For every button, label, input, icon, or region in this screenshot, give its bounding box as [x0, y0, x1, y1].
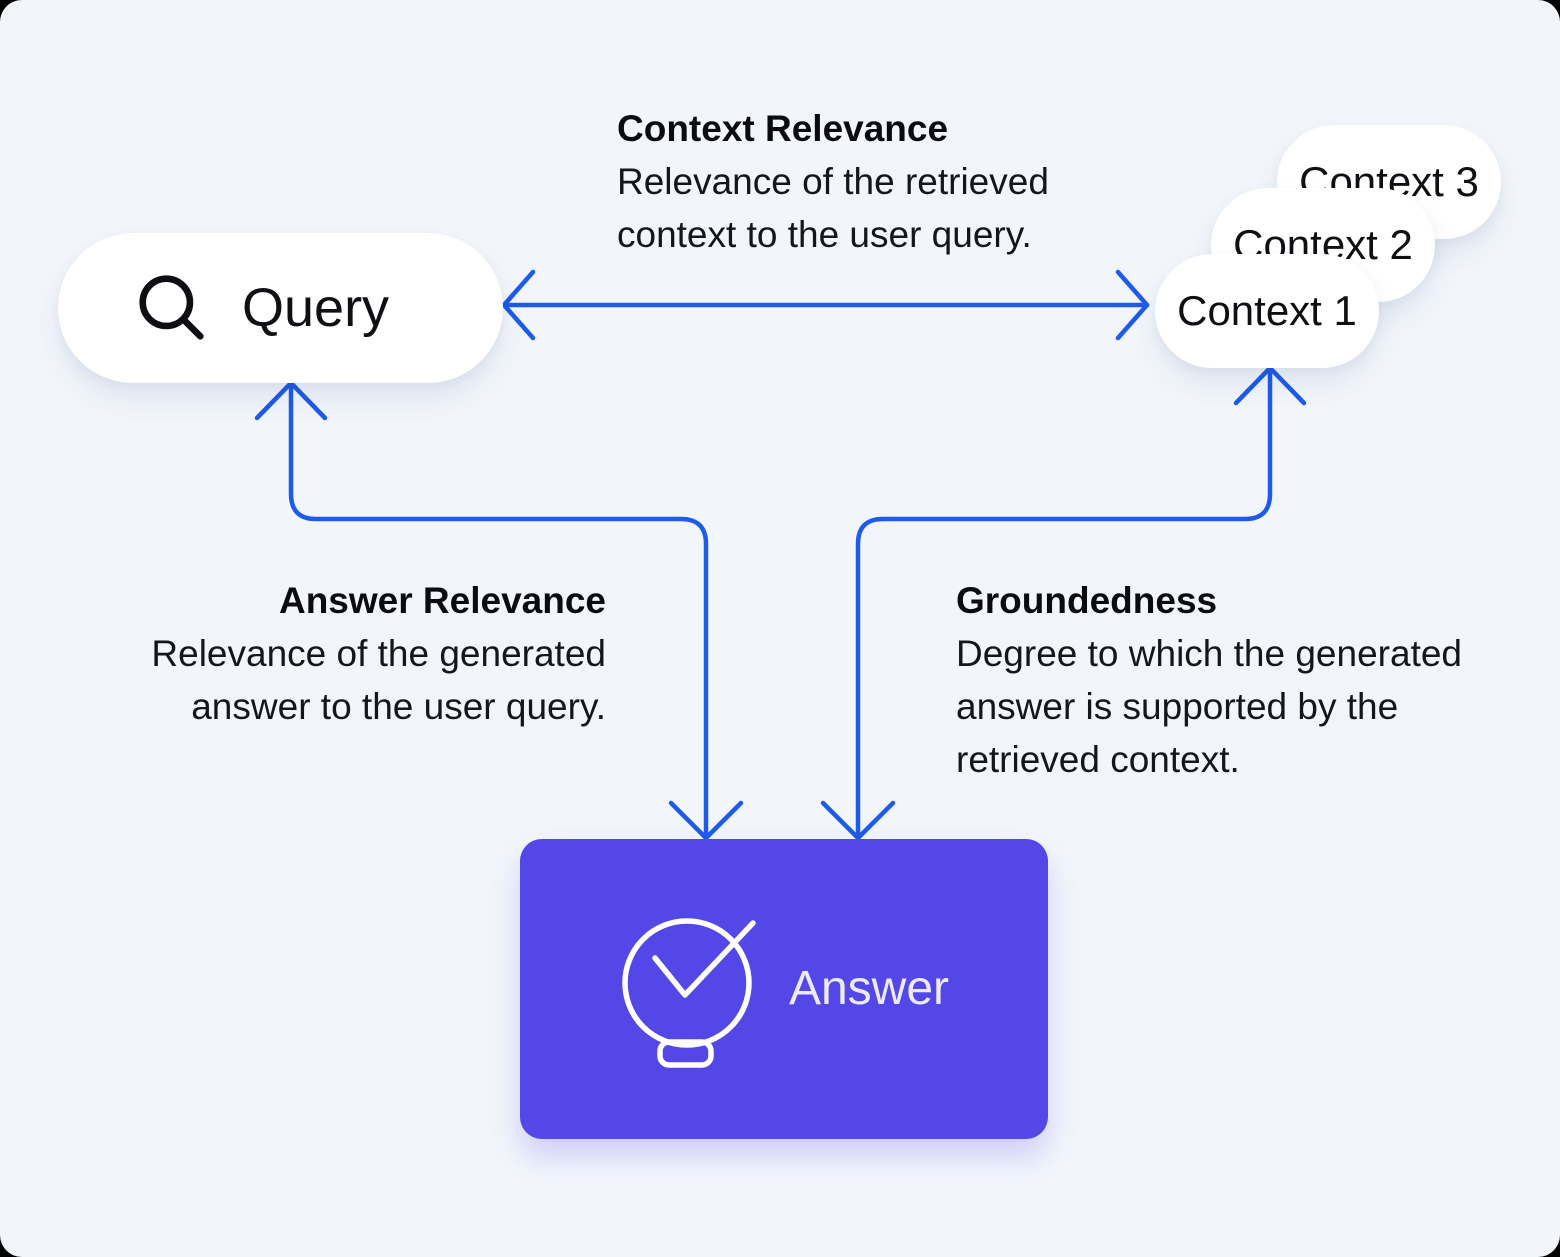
- context-relevance-annotation: Context Relevance Relevance of the retri…: [617, 102, 1087, 261]
- answer-relevance-description: Relevance of the generated answer to the…: [151, 633, 606, 727]
- groundedness-description: Degree to which the generated answer is …: [956, 633, 1463, 780]
- groundedness-arrow: [820, 365, 1307, 841]
- groundedness-title: Groundedness: [956, 580, 1218, 621]
- query-label: Query: [242, 278, 390, 338]
- answer-label: Answer: [788, 962, 950, 1015]
- context-relevance-description: Relevance of the retrieved context to th…: [617, 161, 1049, 255]
- answer-relevance-arrow: [254, 380, 744, 841]
- groundedness-annotation: Groundedness Degree to which the generat…: [956, 574, 1501, 786]
- context-relevance-arrow: [501, 269, 1150, 341]
- answer-node: Answer: [520, 839, 1048, 1139]
- answer-relevance-annotation: Answer Relevance Relevance of the genera…: [124, 574, 606, 733]
- answer-relevance-title: Answer Relevance: [278, 580, 606, 621]
- magnifier-icon: [139, 275, 204, 340]
- context-1-node: Context 1: [1155, 254, 1379, 368]
- context-relevance-title: Context Relevance: [617, 108, 949, 149]
- query-node: Query: [58, 233, 503, 383]
- lightbulb-check-icon: [622, 918, 756, 1068]
- context-1-label: Context 1: [1177, 287, 1357, 334]
